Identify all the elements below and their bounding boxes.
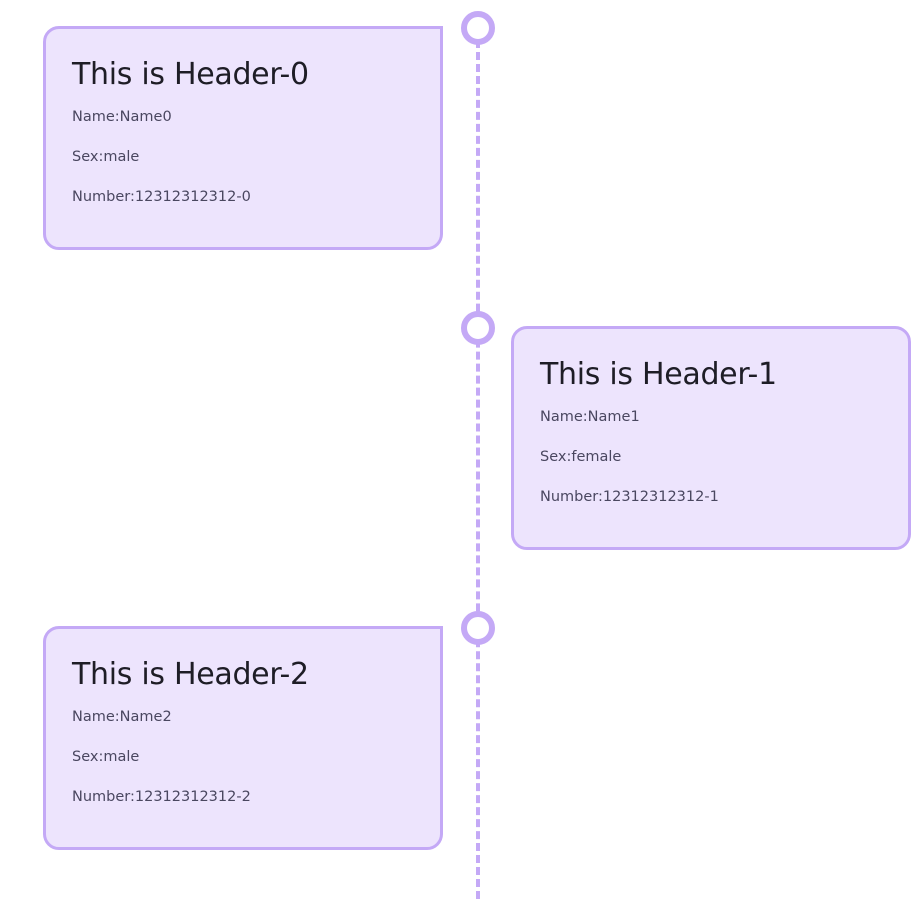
card-name: Name:Name2 — [72, 709, 172, 725]
card-header: This is Header-2 — [72, 657, 309, 692]
timeline-node-2-icon — [461, 611, 495, 645]
card-name: Name:Name1 — [540, 409, 640, 425]
card-name: Name:Name0 — [72, 109, 172, 125]
card-number: Number:12312312312-2 — [72, 789, 251, 805]
timeline-card-0: This is Header-0 Name:Name0 Sex:male Num… — [43, 26, 443, 250]
timeline-node-1-icon — [461, 311, 495, 345]
card-sex: Sex:male — [72, 149, 140, 165]
card-header: This is Header-1 — [540, 357, 777, 392]
timeline-card-2: This is Header-2 Name:Name2 Sex:male Num… — [43, 626, 443, 850]
timeline-axis-line — [476, 28, 480, 899]
card-sex: Sex:male — [72, 749, 140, 765]
card-sex: Sex:female — [540, 449, 622, 465]
timeline-node-0-icon — [461, 11, 495, 45]
card-number: Number:12312312312-1 — [540, 489, 719, 505]
timeline-card-1: This is Header-1 Name:Name1 Sex:female N… — [511, 326, 911, 550]
card-number: Number:12312312312-0 — [72, 189, 251, 205]
card-header: This is Header-0 — [72, 57, 309, 92]
